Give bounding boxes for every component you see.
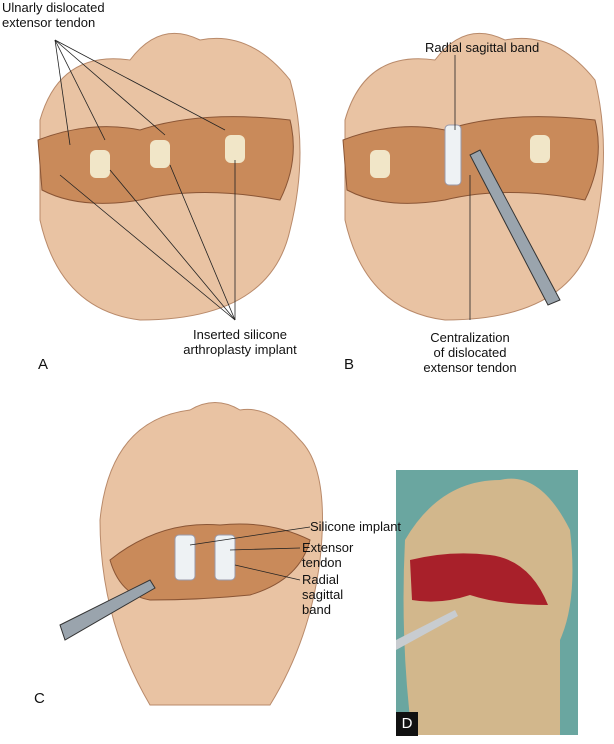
label-extensor-tendon: Extensor tendon (302, 540, 354, 570)
panel-a-illustration (37, 32, 301, 321)
panel-b-illustration (342, 32, 604, 321)
implant-icon (90, 150, 110, 178)
label-inserted-implant: Inserted silicone arthroplasty implant (183, 327, 297, 357)
wound-c (109, 523, 311, 601)
implant-icon (150, 140, 170, 168)
label-ulnarly-dislocated-tendon: Ulnarly dislocated extensor tendon (2, 0, 105, 30)
label-silicone-implant: Silicone implant (310, 519, 402, 534)
photo-wound (410, 553, 548, 605)
panel-letter-c: C (34, 690, 45, 707)
label-radial-sagittal-band-c: Radial sagittal band (302, 572, 344, 617)
panel-d-photo (396, 470, 578, 735)
label-centralization: Centralization of dislocated extensor te… (423, 330, 517, 375)
implant-icon (225, 135, 245, 163)
forceps-icon (59, 579, 156, 641)
panel-letter-a: A (38, 356, 49, 373)
label-radial-sagittal-band: Radial sagittal band (425, 40, 540, 55)
panel-letter-d: D (396, 712, 418, 736)
panel-letter-b: B (344, 356, 355, 373)
panel-c-illustration (59, 402, 323, 706)
forceps-icon (469, 149, 561, 306)
